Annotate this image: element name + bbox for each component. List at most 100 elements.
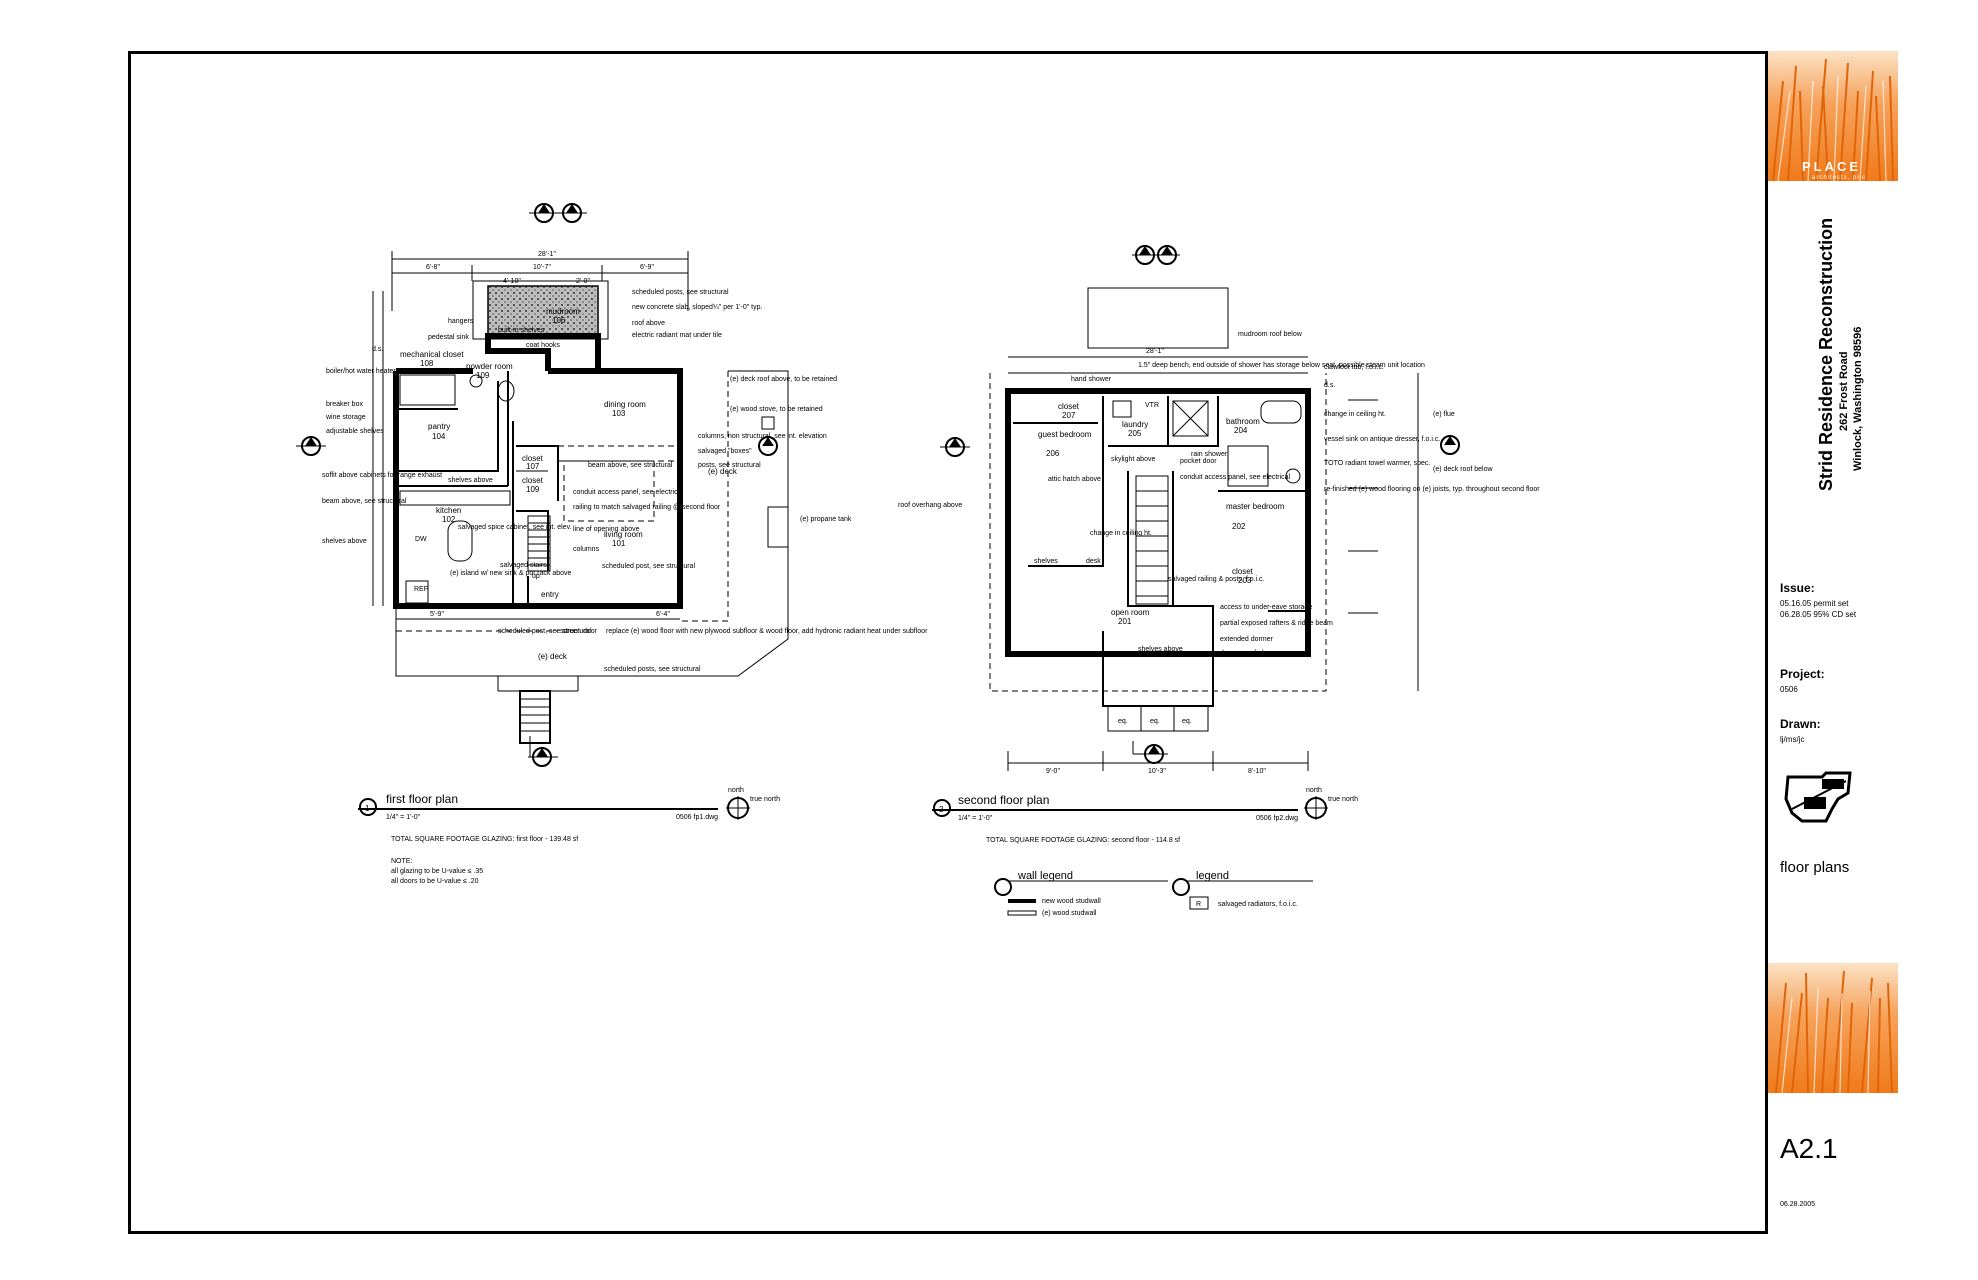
- room-master-bedroom: master bedroom: [1226, 502, 1285, 511]
- room-number-102: 102: [442, 515, 456, 524]
- note-ds-2: d.s.: [1324, 382, 1335, 389]
- sheet-date: 06.28.2005: [1780, 1201, 1816, 1208]
- label-dw: DW: [415, 536, 427, 543]
- room-number-203: 203: [1238, 576, 1252, 585]
- project-address-1: 262 Frost Road: [1838, 351, 1850, 431]
- section-marker: [529, 203, 587, 223]
- note-scheduled-posts-2: scheduled posts, see structural: [604, 666, 701, 673]
- note-shelves-above-3: shelves above: [1138, 646, 1183, 653]
- bath-floor: [1227, 445, 1269, 487]
- washer: [1112, 400, 1132, 418]
- pedestal-sink: [469, 374, 483, 388]
- note-roof-above: roof above: [632, 320, 665, 327]
- note-skylight: skylight above: [1111, 456, 1155, 463]
- legend-title: legend: [1196, 870, 1229, 882]
- note-boiler: boiler/hot water heater: [326, 368, 396, 375]
- label-vtr: VTR: [1145, 402, 1159, 409]
- note-columns: columns, non structural, see int. elevat…: [698, 433, 827, 440]
- note-scheduled-post-2: scheduled post, see structural: [498, 628, 591, 635]
- note-flue: (e) flue: [1433, 411, 1455, 418]
- note-island: (e) island w/ new sink & pot rack above: [450, 570, 571, 577]
- plan-scale-2: 1/4" = 1'-0": [958, 815, 993, 822]
- room-number-204: 204: [1234, 426, 1248, 435]
- mudroom-roof-outline: [1087, 287, 1229, 349]
- room-closet-207: closet: [1058, 402, 1080, 411]
- north-label-2: north: [1306, 787, 1322, 794]
- second-floor-plan: 28'-1" eq. eq. eq.: [898, 245, 1540, 844]
- plan-title-second: second floor plan: [958, 793, 1049, 807]
- note-salvaged-stairs: salvaged stairs: [500, 562, 547, 569]
- room-guest-bedroom: guest bedroom: [1038, 430, 1092, 439]
- note-shelves: shelves: [1034, 558, 1058, 565]
- room-powder: powder room: [466, 362, 513, 371]
- firm-subtitle: architects, pllc: [1812, 175, 1867, 181]
- room-number-108: 108: [420, 359, 434, 368]
- label-eq-1: eq.: [1118, 718, 1128, 725]
- room-number-201: 201: [1118, 617, 1132, 626]
- wall-legend-existing: (e) wood studwall: [1042, 910, 1097, 917]
- note-salvaged-railing: salvaged railing & posts, f.o.i.c.: [1168, 576, 1265, 583]
- plan-number-badge: [359, 798, 377, 816]
- note-screen-door: screen door: [560, 628, 598, 635]
- room-mudroom: mudroom: [546, 307, 580, 316]
- issue-1: 05.16.05 permit set: [1780, 599, 1849, 608]
- clawfoot-tub: [1260, 400, 1302, 424]
- room-number-101: 101: [612, 539, 626, 548]
- note-mudroom-roof: mudroom roof below: [1238, 331, 1303, 338]
- stairs: [527, 515, 551, 572]
- room-number-206: 206: [1046, 449, 1060, 458]
- dim-center: 10'-7": [533, 264, 551, 271]
- note-extended-dormer: extended dormer: [1220, 636, 1274, 643]
- room-number-107: 107: [526, 462, 540, 471]
- plan-file: 0506 fp1.dwg: [676, 814, 718, 821]
- room-bathroom: bathroom: [1226, 417, 1260, 426]
- legend-key-r: R: [1196, 901, 1201, 908]
- room-living: living room: [604, 530, 643, 539]
- plan-number-badge-2: [933, 799, 951, 817]
- note-spice-cabinet: salvaged spice cabinet, see int. elev.: [458, 524, 572, 531]
- note-wine-storage: wine storage: [325, 414, 366, 421]
- plan-file-2: 0506 fp2.dwg: [1256, 815, 1298, 822]
- drawing-sheet-border: [128, 51, 1898, 1234]
- note-propane-tank: (e) propane tank: [800, 516, 852, 523]
- glazing-total-first: TOTAL SQUARE FOOTAGE GLAZING: first floo…: [391, 836, 578, 843]
- note-attic-hatch: attic hatch above: [1048, 476, 1101, 483]
- project-label: Project:: [1780, 667, 1825, 681]
- firm-name: PLACE: [1802, 159, 1862, 174]
- note-built-in-shelves: built-in shelves: [498, 327, 545, 334]
- note-scheduled-posts: scheduled posts, see structural: [632, 289, 729, 296]
- dim-2-right: 8'-10": [1248, 768, 1266, 775]
- room-entry: entry: [541, 590, 559, 599]
- note-radiant-mat: electric radiant mat under tile: [632, 332, 722, 339]
- note-towel-warmer: TOTO radiant towel warmer, spec.: [1324, 460, 1430, 467]
- dim-bottom-left: 5'-9": [430, 611, 444, 618]
- room-deck-south: (e) deck: [538, 652, 568, 661]
- note-glazing-u: all glazing to be U-value ≤ .35: [391, 868, 483, 875]
- note-deck-roof: (e) deck roof above, to be retained: [730, 376, 837, 383]
- north-label: north: [728, 787, 744, 794]
- firm-logo-image: [1768, 51, 1898, 181]
- dim-right: 6'-9": [640, 264, 654, 271]
- note-concrete-slab: new concrete slab, sloped¼" per 1'-0" ty…: [632, 304, 762, 311]
- first-floor-plan: 28'-1" 6'-8" 10'-7" 6'-9" 4'-10" 2'-0": [296, 203, 928, 885]
- note-desk: desk: [1086, 558, 1101, 565]
- note-pedestal-sink: pedestal sink: [428, 334, 469, 341]
- shower: [1172, 400, 1209, 437]
- room-number-109: 109: [476, 371, 490, 380]
- note-conduit: conduit access panel, see electrical: [573, 489, 684, 496]
- title-block: PLACE architects, pllc Strid Residence R…: [1765, 51, 1898, 1234]
- room-dining: dining room: [604, 400, 646, 409]
- project-number: 0506: [1780, 685, 1798, 694]
- true-north-label-2: true north: [1328, 796, 1358, 803]
- note-line-of-opening: line of opening above: [573, 526, 640, 533]
- note-ceiling-ht-2: change in ceiling ht.: [1090, 530, 1152, 537]
- room-number-202: 202: [1232, 522, 1246, 531]
- sheet-number: A2.1: [1780, 1133, 1838, 1164]
- note-under-eave: access to under-eave storage: [1220, 604, 1312, 611]
- note-coat-hooks: coat hooks: [526, 342, 560, 349]
- fixture-legend: legend R salvaged radiators, f.o.i.c.: [1172, 870, 1313, 910]
- note-wood-stove: (e) wood stove, to be retained: [730, 406, 823, 413]
- kitchen-counter: [399, 490, 511, 506]
- vessel-sink: [1285, 468, 1301, 484]
- washington-state-stamp: [1784, 771, 1852, 823]
